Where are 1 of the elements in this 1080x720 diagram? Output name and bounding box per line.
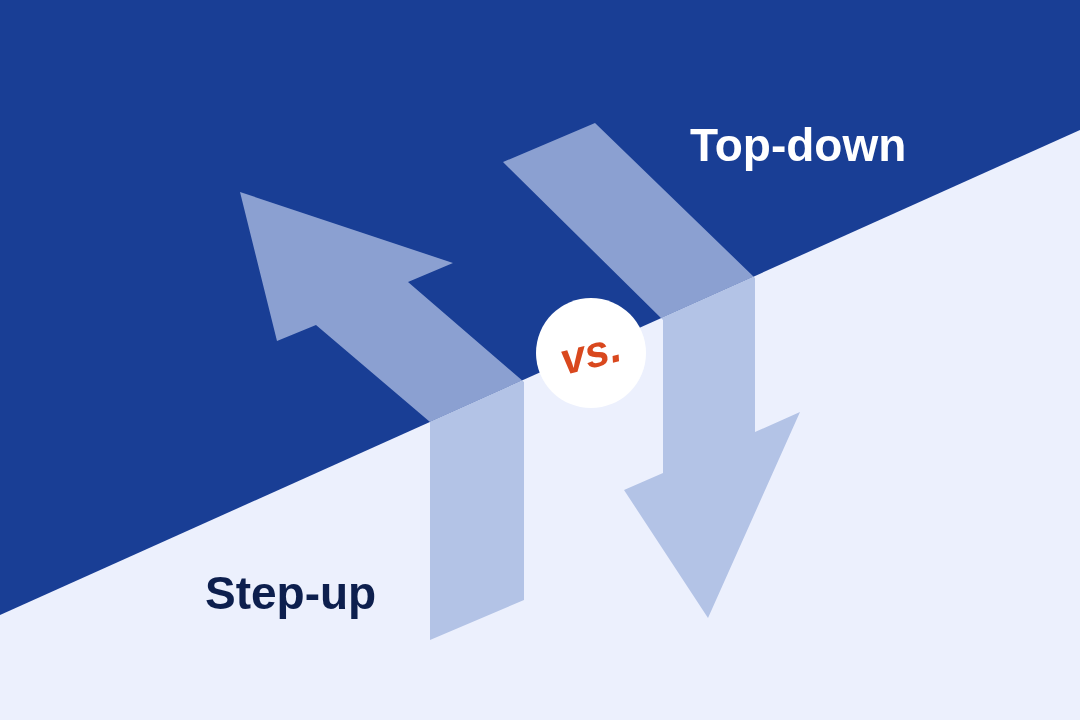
versus-text: vs.	[555, 321, 627, 385]
